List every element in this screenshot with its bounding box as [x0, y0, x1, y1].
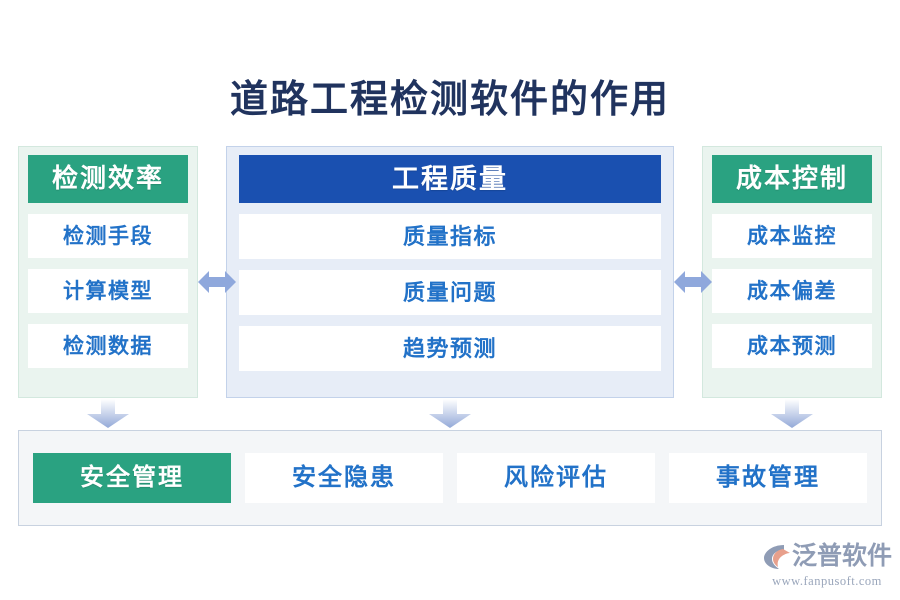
bottom-item-4[interactable]: 事故管理	[669, 453, 867, 503]
column-header-center[interactable]: 工程质量	[239, 155, 661, 203]
column-item-right-2[interactable]: 成本偏差	[712, 269, 872, 313]
brand-logo: 泛普软件 www.fanpusoft.com	[762, 541, 892, 591]
column-item-center-1[interactable]: 质量指标	[239, 214, 661, 259]
page-title: 道路工程检测软件的作用	[229, 79, 670, 121]
logo-row: 泛普软件	[762, 541, 892, 573]
column-item-left-3[interactable]: 检测数据	[28, 324, 188, 368]
column-header-right[interactable]: 成本控制	[712, 155, 872, 203]
column-item-left-1[interactable]: 检测手段	[28, 214, 188, 258]
logo-wordmark: 泛普软件	[792, 543, 893, 570]
column-header-left[interactable]: 检测效率	[28, 155, 188, 203]
double-arrow-right-left-icon	[672, 264, 714, 300]
bottom-panel: 安全管理 安全隐患 风险评估 事故管理	[18, 430, 882, 526]
column-item-center-3[interactable]: 趋势预测	[239, 326, 661, 371]
column-item-left-2[interactable]: 计算模型	[28, 269, 188, 313]
fanpu-logo-icon	[762, 542, 792, 572]
column-item-center-2[interactable]: 质量问题	[239, 270, 661, 315]
double-arrow-left-right-icon	[196, 264, 238, 300]
logo-url: www.fanpusoft.com	[772, 574, 882, 588]
bottom-item-2[interactable]: 安全隐患	[245, 453, 443, 503]
bottom-item-1[interactable]: 安全管理	[33, 453, 231, 503]
arrow-down-icon-center	[427, 399, 473, 429]
arrow-down-icon-right	[769, 399, 815, 429]
column-panel-center: 工程质量 质量指标 质量问题 趋势预测	[226, 146, 674, 398]
arrow-down-icon-left	[85, 399, 131, 429]
column-item-right-3[interactable]: 成本预测	[712, 324, 872, 368]
column-panel-left: 检测效率 检测手段 计算模型 检测数据	[18, 146, 198, 398]
column-panel-right: 成本控制 成本监控 成本偏差 成本预测	[702, 146, 882, 398]
column-item-right-1[interactable]: 成本监控	[712, 214, 872, 258]
bottom-item-3[interactable]: 风险评估	[457, 453, 655, 503]
